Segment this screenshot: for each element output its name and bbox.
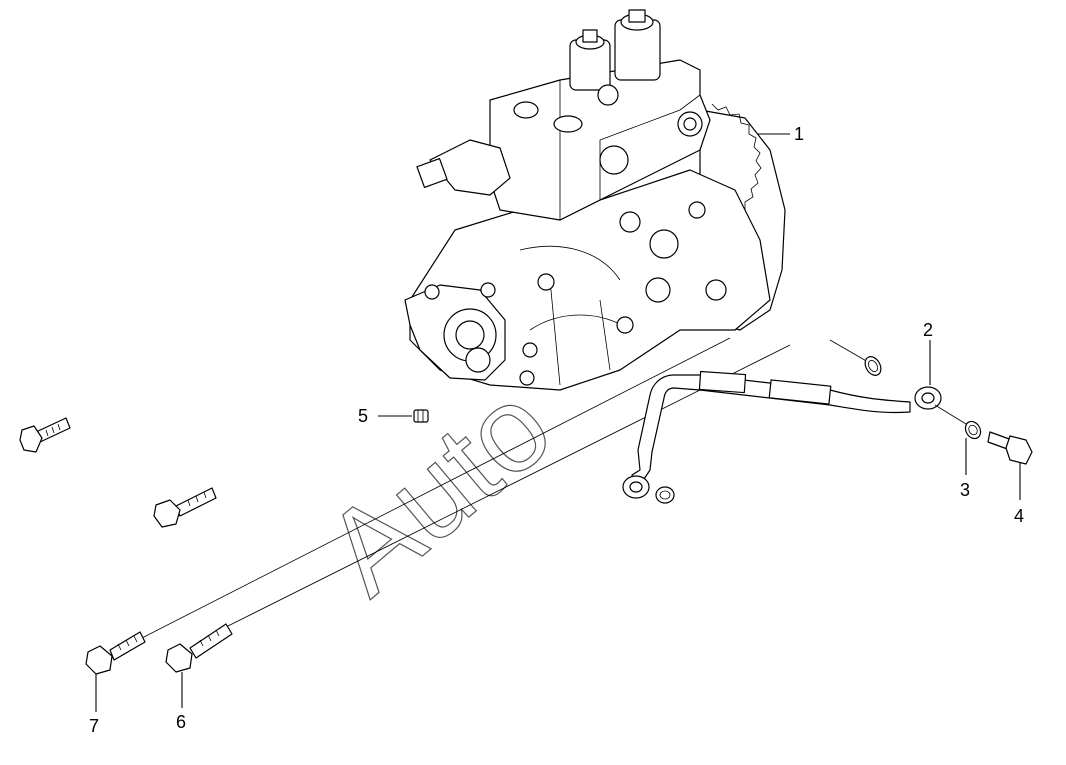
fuel-pump-icon: [404, 9, 786, 391]
callout-3: 3: [960, 480, 970, 500]
pipe-icon: [622, 370, 942, 499]
callout-7: 7: [89, 716, 99, 736]
watermark: Auto: [301, 359, 576, 620]
washer-icon: [964, 420, 982, 440]
bolt-icon: [85, 631, 146, 675]
banjo-bolt-icon: [987, 431, 1033, 465]
plug-icon: [413, 409, 429, 423]
callout-4: 4: [1014, 506, 1024, 526]
washer-icon: [864, 356, 882, 376]
callout-2: 2: [923, 320, 933, 340]
bolt-icon: [153, 487, 217, 528]
callout-5: 5: [358, 406, 368, 426]
callout-1: 1: [794, 124, 804, 144]
washer-icon: [655, 486, 675, 504]
guide-line: [137, 337, 731, 641]
callout-6: 6: [176, 712, 186, 732]
bolt-icon: [165, 623, 233, 673]
bolt-icon: [19, 417, 71, 453]
guide-line: [219, 344, 791, 631]
